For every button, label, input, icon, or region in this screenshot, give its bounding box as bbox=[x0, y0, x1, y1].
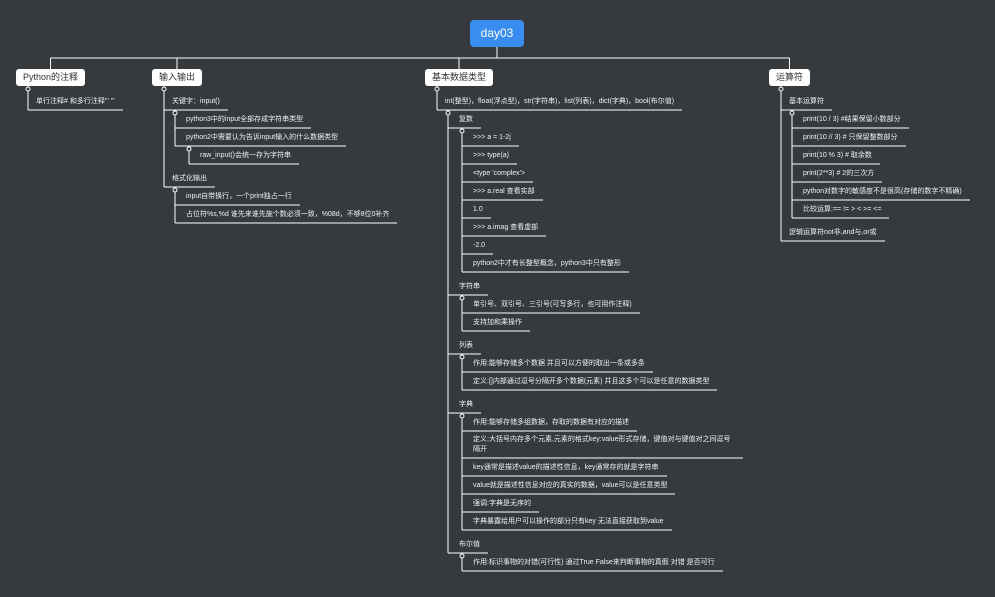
collapse-dot-icon[interactable] bbox=[161, 86, 167, 92]
branch-types[interactable]: 基本数据类型 bbox=[425, 69, 494, 86]
types-dict[interactable]: 字典 bbox=[459, 401, 473, 408]
collapse-dot-icon[interactable] bbox=[459, 354, 465, 360]
operators-basic[interactable]: 基本运算符 bbox=[789, 98, 824, 105]
complex-item[interactable]: >>> a.imag 查看虚部 bbox=[473, 224, 539, 231]
collapse-dot-icon[interactable] bbox=[186, 146, 192, 152]
dict-item[interactable]: 作用:能够存储多组数据，存取的数据有对应的描述 bbox=[473, 419, 629, 426]
collapse-dot-icon[interactable] bbox=[434, 86, 440, 92]
io-raw-input[interactable]: raw_input()会统一存为字符串 bbox=[200, 152, 292, 159]
list-item[interactable]: 定义:[]内部通过逗号分隔开多个数据(元素) 并且这多个可以是任意的数据类型 bbox=[473, 378, 710, 385]
root-node[interactable]: day03 bbox=[470, 20, 524, 47]
list-item[interactable]: 作用:能够存储多个数据 并且可以方便的取出一条或多条 bbox=[473, 360, 645, 367]
collapse-dot-icon[interactable] bbox=[459, 553, 465, 559]
collapse-dot-icon[interactable] bbox=[172, 110, 178, 116]
operators-basic-item[interactable]: 比较运算:== != > < >= <= bbox=[803, 206, 882, 213]
string-item[interactable]: 单引号、双引号、三引号(可写多行，也可用作注释) bbox=[473, 301, 632, 308]
complex-item[interactable]: >>> a.real 查看实部 bbox=[473, 188, 535, 195]
operators-basic-item[interactable]: print(10 / 3) #结果保留小数部分 bbox=[803, 116, 901, 123]
types-header[interactable]: int(整型)，float(浮点型)，str(字符串)，list(列表)，dic… bbox=[445, 98, 675, 105]
operators-basic-item[interactable]: print(10 // 3) # 只保留整数部分 bbox=[803, 134, 898, 141]
dict-item[interactable]: key通常是描述value的描述性信息，key通常存的就是字符串 bbox=[473, 464, 659, 471]
io-keyword-item[interactable]: python2中需要认为告诉input输入的什么数据类型 bbox=[186, 134, 339, 141]
operators-basic-item[interactable]: print(10 % 3) # 取余数 bbox=[803, 152, 872, 159]
bool-item[interactable]: 作用:标识事物的对错(可行性) 通过True False来判断事物的真假 对错 … bbox=[473, 559, 715, 566]
collapse-dot-icon[interactable] bbox=[445, 110, 451, 116]
collapse-dot-icon[interactable] bbox=[459, 295, 465, 301]
collapse-dot-icon[interactable] bbox=[25, 86, 31, 92]
operators-basic-item[interactable]: print(2**3) # 2的三次方 bbox=[803, 170, 875, 177]
branch-comments[interactable]: Python的注释 bbox=[16, 69, 86, 86]
complex-item[interactable]: -2.0 bbox=[473, 242, 486, 249]
collapse-dot-icon[interactable] bbox=[789, 110, 795, 116]
complex-item[interactable]: >>> type(a) bbox=[473, 152, 509, 159]
io-keyword-item[interactable]: python3中的input全部存成字符串类型 bbox=[186, 116, 304, 123]
types-string[interactable]: 字符串 bbox=[459, 283, 480, 290]
dict-item[interactable]: 字典暴露给用户可以操作的部分只有key 无法直接获取到value bbox=[473, 518, 664, 525]
collapse-dot-icon[interactable] bbox=[459, 413, 465, 419]
branch-io[interactable]: 输入输出 bbox=[152, 69, 203, 86]
dict-item[interactable]: 强调:字典是无序的 bbox=[473, 500, 531, 507]
collapse-dot-icon[interactable] bbox=[778, 86, 784, 92]
io-format[interactable]: 格式化输出 bbox=[172, 175, 207, 182]
complex-item[interactable]: <type 'complex'> bbox=[473, 170, 526, 177]
operators-basic-item[interactable]: python对数字的敏感度不是很高(存储的数字不精确) bbox=[803, 188, 962, 195]
operators-logic[interactable]: 逻辑运算符not非,and与,or或 bbox=[789, 229, 877, 236]
dict-item[interactable]: 定义:大括号内存多个元素,元素的格式key:value形式存储，键值对与键值对之… bbox=[473, 436, 731, 453]
branch-operators[interactable]: 运算符 bbox=[769, 69, 811, 86]
io-keyword[interactable]: 关键字：input() bbox=[172, 98, 220, 105]
types-list[interactable]: 列表 bbox=[459, 342, 473, 349]
complex-item[interactable]: 1.0 bbox=[473, 206, 483, 213]
io-format-item[interactable]: 占位符%s,%d 谁先来谁先施个数必须一致，%08d，不够8位0补齐 bbox=[186, 211, 390, 218]
complex-item[interactable]: >>> a = 1-2j bbox=[473, 134, 511, 141]
string-item[interactable]: 支持加和乘操作 bbox=[473, 319, 522, 326]
collapse-dot-icon[interactable] bbox=[459, 128, 465, 134]
complex-item[interactable]: python2中才有长整型概念，python3中只有整形 bbox=[473, 260, 621, 267]
types-complex[interactable]: 复数 bbox=[459, 116, 473, 123]
collapse-dot-icon[interactable] bbox=[172, 187, 178, 193]
types-bool[interactable]: 布尔值 bbox=[459, 541, 480, 548]
comments-item[interactable]: 单行注释# 和多行注释''' ''' bbox=[36, 98, 115, 105]
dict-item[interactable]: value就是描述性信息对应的真实的数据，value可以是任意类型 bbox=[473, 482, 668, 489]
io-format-item[interactable]: input自带换行，一个print独占一行 bbox=[186, 193, 292, 200]
